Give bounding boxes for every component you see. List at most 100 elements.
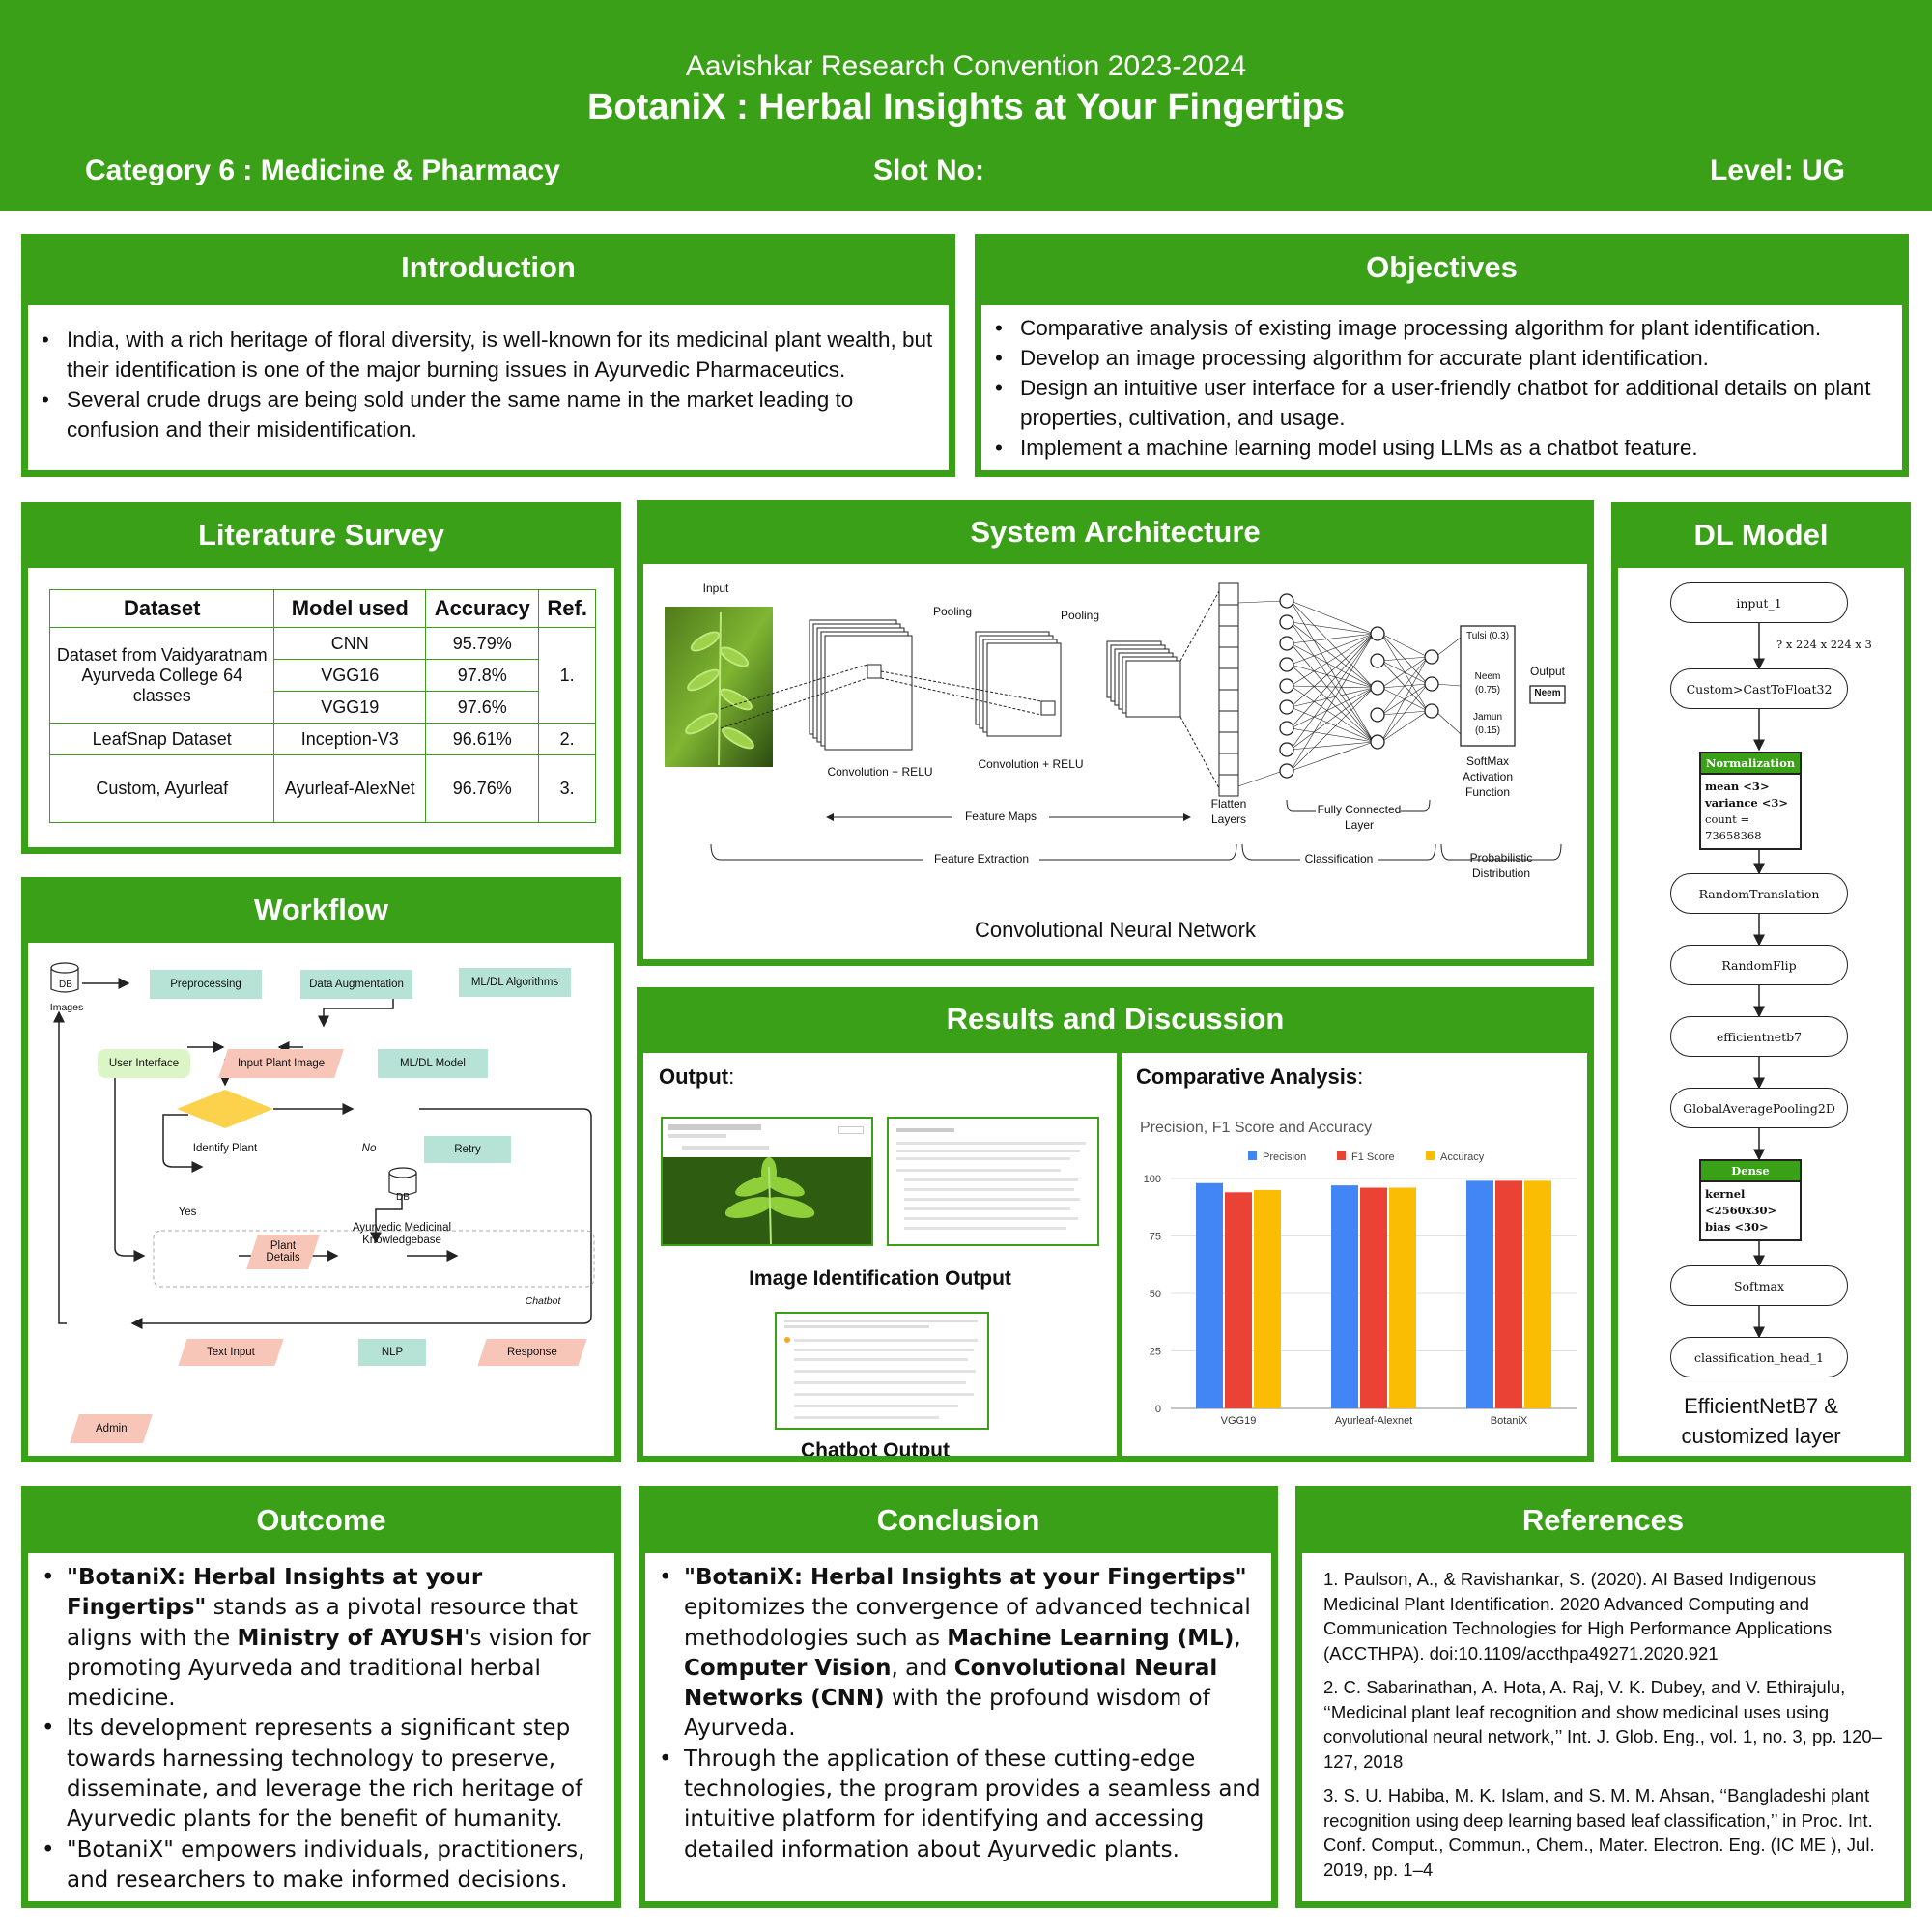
column-header: Accuracy	[425, 589, 540, 628]
category-label: Category 6 : Medicine & Pharmacy	[85, 155, 560, 186]
pooling-layer: GlobalAveragePooling2D	[1670, 1088, 1848, 1128]
table-row: Dataset from Vaidyaratnam Ayurveda Colle…	[48, 627, 596, 724]
normalization-layer: Normalization mean <3> variance <3> coun…	[1699, 752, 1802, 850]
conclusion-bullet: "BotaniX: Herbal Insights at your Finger…	[645, 1563, 1264, 1745]
plant-details-node: Plant Details	[246, 1235, 320, 1269]
user-interface-node: User Interface	[98, 1049, 190, 1078]
preprocessing-node: Preprocessing	[150, 970, 262, 999]
pooling-label: Pooling	[1060, 609, 1100, 622]
admin-node: Admin	[70, 1414, 153, 1443]
bar	[1254, 1189, 1281, 1408]
outcome-bullet: Its development represents a significant…	[28, 1714, 607, 1834]
plant-details-label: Plant Details	[266, 1240, 300, 1264]
introduction-bullet: India, with a rich heritage of floral di…	[28, 325, 937, 384]
conclusion-bullet: Through the application of these cutting…	[645, 1745, 1264, 1865]
y-tick-label: 0	[1155, 1404, 1161, 1415]
bar	[1331, 1185, 1358, 1408]
objectives-panel: Objectives Comparative analysis of exist…	[975, 234, 1909, 477]
accuracy-cell: 95.79%	[425, 627, 540, 660]
bar	[1466, 1180, 1493, 1408]
references-body: 1. Paulson, A., & Ravishankar, S. (2020)…	[1302, 1553, 1904, 1901]
dataset-cell: Dataset from Vaidyaratnam Ayurveda Colle…	[48, 627, 275, 724]
normalization-header: Normalization	[1701, 753, 1800, 775]
bar	[1495, 1180, 1522, 1408]
model-cell: Ayurleaf-AlexNet	[273, 754, 427, 823]
dense-layer: Dense kernel <2560x30> bias <30>	[1699, 1159, 1802, 1241]
ref-cell: 1.	[538, 627, 596, 724]
translation-layer: RandomTranslation	[1670, 873, 1848, 914]
outcome-bold-text: "BotaniX: Herbal Insights at your Finger…	[67, 1565, 483, 1621]
nlp-node: NLP	[358, 1339, 426, 1366]
efficientnet-layer: efficientnetb7	[1670, 1016, 1848, 1057]
class-jamun: Jamun (0.15)	[1472, 712, 1502, 736]
response-label: Response	[507, 1347, 557, 1358]
dl-model-title: DL Model	[1693, 518, 1829, 552]
conclusion-bold-text: Convolutional Neural Networks (CNN)	[684, 1655, 1218, 1712]
comparative-heading: Comparative Analysis:	[1136, 1065, 1364, 1089]
chatbot-screenshot	[775, 1312, 989, 1430]
legend-label: F1 Score	[1351, 1151, 1395, 1163]
conv-label: Convolution + RELU	[827, 765, 933, 779]
reference-item: 3. S. U. Habiba, M. K. Islam, and S. M. …	[1323, 1785, 1875, 1880]
ref-cell: 2.	[538, 723, 596, 755]
chatbot-label: Chatbot	[525, 1295, 561, 1307]
table-header-row: Dataset Model used Accuracy Ref.	[48, 589, 596, 628]
architecture-panel: System Architecture	[637, 500, 1594, 966]
legend-swatch	[1337, 1151, 1346, 1160]
model-cell: CNN	[273, 627, 427, 660]
cnn-diagram	[665, 582, 1566, 861]
conclusion-text: with the profound wisdom of Ayurveda.	[684, 1686, 1210, 1742]
yes-label: Yes	[178, 1207, 197, 1218]
introduction-panel: Introduction India, with a rich heritage…	[21, 234, 955, 477]
results-chart-pane: Comparative Analysis: Precision, F1 Scor…	[1122, 1053, 1587, 1456]
slot-label: Slot No:	[873, 155, 984, 186]
poster-header: Aavishkar Research Convention 2023-2024 …	[0, 0, 1932, 211]
introduction-bullet: Several crude drugs are being sold under…	[28, 384, 937, 444]
conv-label: Convolution + RELU	[978, 757, 1084, 771]
identify-plant-node: Identify Plant	[192, 1143, 258, 1154]
objectives-list: Comparative analysis of existing image p…	[981, 313, 1890, 463]
bar	[1524, 1180, 1551, 1408]
outcome-list: "BotaniX: Herbal Insights at your Finger…	[28, 1563, 607, 1895]
output-label: Output	[1529, 665, 1566, 678]
x-tick-label: Ayurleaf-Alexnet	[1335, 1415, 1413, 1427]
neem-leaf-image	[663, 1157, 871, 1245]
conclusion-text: epitomizes the convergence of advanced t…	[684, 1595, 1251, 1651]
conclusion-body: "BotaniX: Herbal Insights at your Finger…	[645, 1553, 1271, 1901]
db-icon: DB	[396, 1191, 410, 1203]
bar	[1196, 1182, 1223, 1408]
outcome-bullet: "BotaniX" empowers individuals, practiti…	[28, 1835, 607, 1896]
cast-layer: Custom>CastToFloat32	[1670, 668, 1848, 709]
dl-model-panel: DL Model input_1 ? x 224 x 224 x 3 Custo…	[1611, 502, 1911, 1462]
chatbot-output-caption: Chatbot Output	[801, 1439, 950, 1456]
conclusion-bold-text: Computer Vision	[684, 1655, 892, 1681]
dataset-cell: LeafSnap Dataset	[48, 723, 275, 755]
comparative-label: Comparative Analysis	[1136, 1065, 1358, 1089]
y-tick-label: 100	[1144, 1174, 1161, 1185]
admin-label: Admin	[95, 1423, 128, 1434]
softmax-label: SoftMax Activation Function	[1462, 754, 1514, 799]
legend-swatch	[1426, 1151, 1435, 1160]
dl-model-diagram: input_1 ? x 224 x 224 x 3 Custom>CastToF…	[1618, 568, 1904, 1456]
objective-bullet: Implement a machine learning model using…	[981, 433, 1890, 463]
bar	[1225, 1192, 1252, 1408]
x-tick-label: VGG19	[1221, 1415, 1257, 1427]
input-label: Input	[702, 582, 729, 595]
class-tulsi: Tulsi (0.3)	[1465, 631, 1510, 641]
objectives-body: Comparative analysis of existing image p…	[981, 305, 1902, 470]
column-header: Model used	[273, 589, 427, 628]
workflow-diagram: DB Images Preprocessing Data Augmentatio…	[28, 943, 614, 1456]
accuracy-cell: 96.76%	[425, 754, 540, 823]
literature-title: Literature Survey	[198, 518, 444, 552]
comparison-chart: Precision, F1 Score and Accuracy Precisi…	[1140, 1120, 1577, 1427]
outcome-text: stands as a pivotal resource that aligns…	[67, 1595, 579, 1651]
feature-extraction-label: Feature Extraction	[923, 852, 1039, 866]
text-input-label: Text Input	[207, 1347, 255, 1358]
outcome-title: Outcome	[256, 1503, 386, 1537]
literature-table: Dataset Model used Accuracy Ref. Dataset…	[48, 589, 596, 823]
model-cell: VGG16	[273, 659, 427, 692]
images-label: Images	[49, 1002, 84, 1013]
outcome-text: 's vision for promoting Ayurveda and tra…	[67, 1625, 591, 1712]
conclusion-panel: Conclusion "BotaniX: Herbal Insights at …	[639, 1486, 1278, 1908]
pooling-label: Pooling	[932, 605, 973, 618]
